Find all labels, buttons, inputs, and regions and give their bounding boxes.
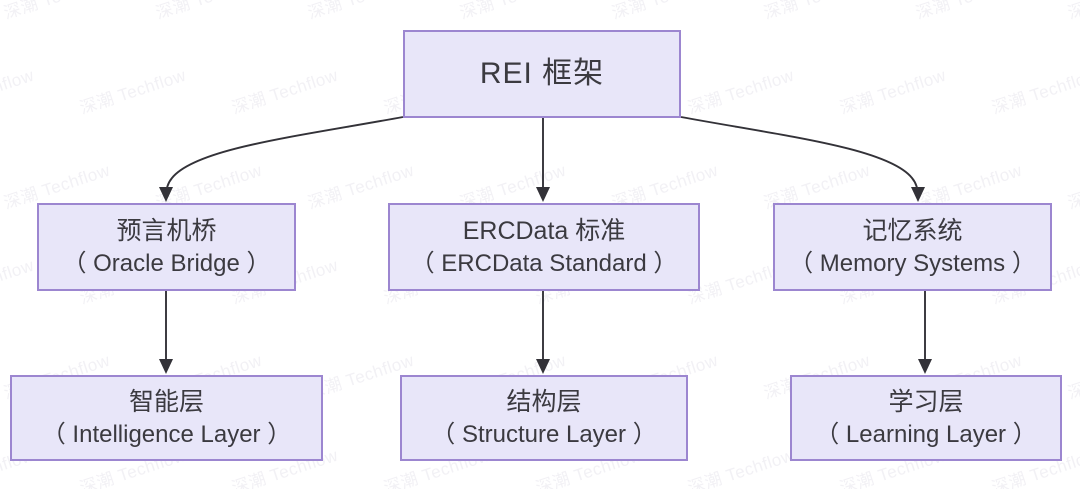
watermark-text: 深潮 Techflow <box>685 65 797 118</box>
watermark-text: 深潮 Techflow <box>1064 0 1080 24</box>
node-ercdata-standard[interactable]: ERCData 标准 （ ERCData Standard ） <box>388 203 700 291</box>
edge-ercdata-standard-to-structure-layer <box>536 291 550 374</box>
node-oracle-bridge-label-cn: 预言机桥 <box>116 216 217 245</box>
node-learning-layer-label-en: （ Learning Layer ） <box>815 420 1037 448</box>
node-oracle-bridge[interactable]: 预言机桥 （ Oracle Bridge ） <box>37 203 296 291</box>
node-intelligence-layer-label-cn: 智能层 <box>128 387 204 416</box>
node-memory-systems-label-en: （ Memory Systems ） <box>789 249 1036 277</box>
watermark-text: 深潮 Techflow <box>837 65 949 118</box>
edge-memory-systems-to-learning-layer <box>918 291 932 374</box>
watermark-text: 深潮 Techflow <box>0 0 113 24</box>
watermark-text: 深潮 Techflow <box>989 65 1080 118</box>
watermark-text: 深潮 Techflow <box>685 445 797 489</box>
watermark-text: 深潮 Techflow <box>152 0 265 24</box>
edge-root-to-oracle-bridge <box>159 116 404 202</box>
node-learning-layer-label-cn: 学习层 <box>888 387 964 416</box>
watermark-text: 深潮 Techflow <box>1065 161 1080 213</box>
watermark-text: 深潮 Techflow <box>456 0 569 24</box>
node-oracle-bridge-label-en: （ Oracle Bridge ） <box>62 249 271 277</box>
watermark-text: 深潮 Techflow <box>304 0 417 24</box>
watermark-text: 深潮 Techflow <box>0 255 37 308</box>
watermark-text: 深潮 Techflow <box>229 65 341 118</box>
node-memory-systems-label-cn: 记忆系统 <box>862 216 963 245</box>
watermark-text: 深潮 Techflow <box>0 65 37 118</box>
node-ercdata-standard-label-cn: ERCData 标准 <box>462 216 626 245</box>
edge-root-to-ercdata-standard <box>536 118 550 202</box>
edge-root-to-memory-systems <box>680 116 925 202</box>
watermark-text: 深潮 Techflow <box>760 0 873 24</box>
watermark-text: 深潮 Techflow <box>77 65 189 118</box>
node-intelligence-layer[interactable]: 智能层 （ Intelligence Layer ） <box>10 375 323 461</box>
node-intelligence-layer-label-en: （ Intelligence Layer ） <box>41 420 292 448</box>
node-learning-layer[interactable]: 学习层 （ Learning Layer ） <box>790 375 1062 461</box>
node-memory-systems[interactable]: 记忆系统 （ Memory Systems ） <box>773 203 1052 291</box>
node-structure-layer-label-en: （ Structure Layer ） <box>431 420 657 448</box>
node-rei-framework-label: REI 框架 <box>479 57 605 91</box>
node-ercdata-standard-label-en: （ ERCData Standard ） <box>410 249 678 277</box>
watermark-text: 深潮 Techflow <box>912 0 1025 24</box>
node-rei-framework[interactable]: REI 框架 <box>403 30 681 118</box>
edge-oracle-bridge-to-intelligence-layer <box>159 291 173 374</box>
watermark-text: 深潮 Techflow <box>1065 351 1080 403</box>
node-structure-layer-label-cn: 结构层 <box>506 387 582 416</box>
watermark-text: 深潮 Techflow <box>608 0 721 24</box>
node-structure-layer[interactable]: 结构层 （ Structure Layer ） <box>400 375 688 461</box>
